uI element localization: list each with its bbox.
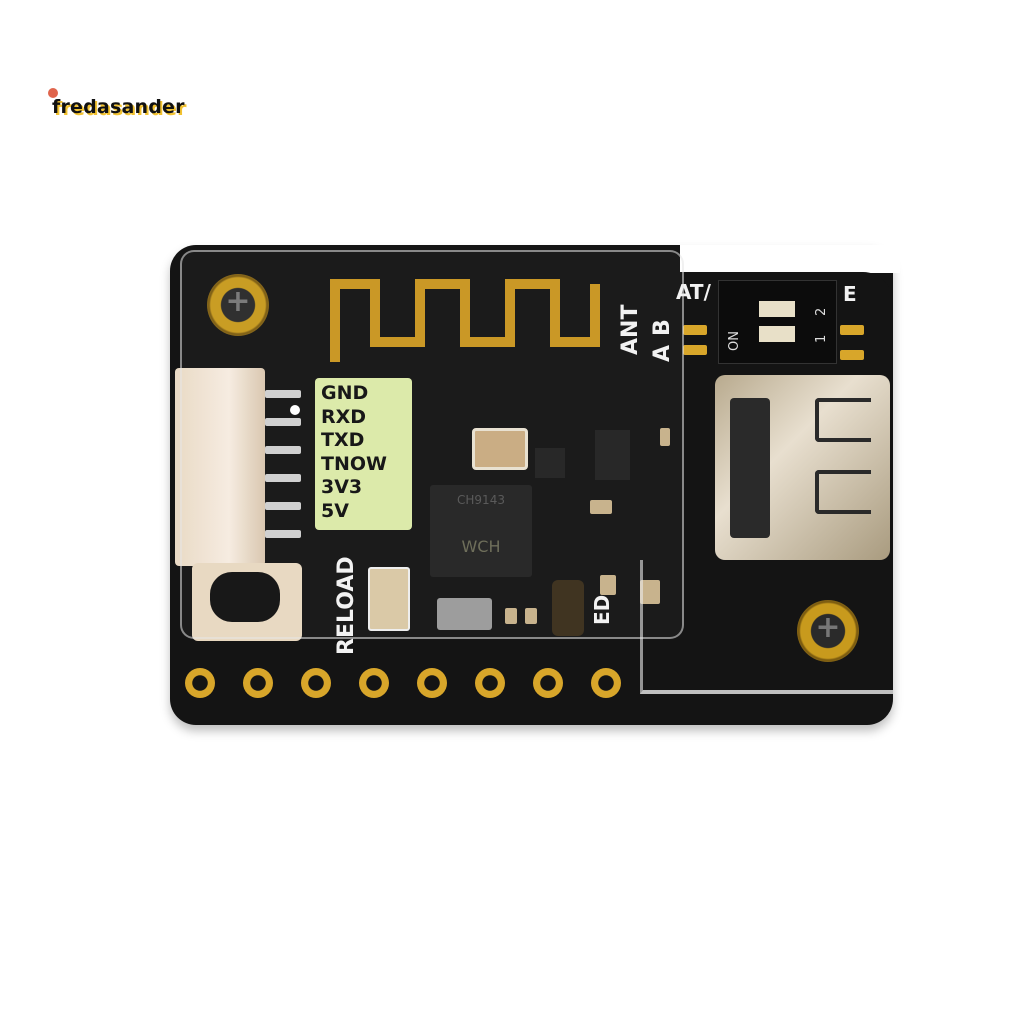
header-pad (591, 668, 621, 698)
header-pad (185, 668, 215, 698)
connector-pin (265, 530, 301, 538)
header-pad (301, 668, 331, 698)
transistor (535, 448, 565, 478)
screw-bottom-right-icon (797, 600, 859, 662)
crystal-oscillator (472, 428, 528, 470)
connector-pin (265, 446, 301, 454)
mode-label-e: E (843, 282, 857, 306)
solder-pad (840, 350, 864, 360)
pin-label: TXD (321, 429, 365, 451)
header-pad (475, 668, 505, 698)
dip-on-label: ON (727, 331, 742, 351)
header-pad (359, 668, 389, 698)
pin-label: 3V3 (321, 476, 363, 498)
watermark-logo: fredasander (52, 96, 185, 118)
header-pad (533, 668, 563, 698)
smd-component (505, 608, 517, 624)
crystal-oscillator (368, 567, 410, 631)
acrylic-cover (180, 250, 684, 639)
smd-component (525, 608, 537, 624)
solder-pad (840, 325, 864, 335)
smd-component (600, 575, 616, 595)
dip-position-2: 2 (814, 307, 829, 316)
chip-marking: CH9143 (457, 493, 505, 507)
acrylic-cover-edge (640, 560, 893, 694)
pin-label: 5V (321, 499, 349, 522)
usb-shell-tab (815, 470, 871, 514)
dip-switch-1[interactable] (759, 326, 795, 342)
pin-label: RXD (321, 405, 367, 428)
led (552, 580, 584, 636)
smd-component (590, 500, 612, 514)
reload-button-cap[interactable] (210, 572, 280, 622)
regulator (595, 430, 630, 480)
screw-top-left-icon (207, 274, 269, 336)
jst-connector (175, 368, 265, 566)
at-label: AT/ (676, 280, 711, 304)
header-pad (243, 668, 273, 698)
smd-component (660, 428, 670, 446)
usb-c-pins (730, 398, 770, 538)
ch9143-chip: CH9143 WCH (430, 485, 532, 577)
chip-logo: WCH (461, 537, 501, 556)
watermark-flower-icon (48, 88, 58, 98)
connector-pin (265, 474, 301, 482)
pin-label: GND (321, 382, 369, 404)
connector-pin (265, 418, 301, 426)
dip-switch[interactable]: ON 2 1 (718, 280, 837, 364)
diode (437, 598, 492, 630)
header-pad (417, 668, 447, 698)
dip-switch-2[interactable] (759, 301, 795, 317)
board-notch (680, 245, 900, 273)
pin1-marker (290, 405, 300, 415)
solder-pad (683, 345, 707, 355)
solder-pad (683, 325, 707, 335)
dip-position-1: 1 (814, 334, 829, 343)
pin-label-box: GND RXD TXD TNOW 3V3 5V (315, 378, 412, 530)
usb-shell-tab (815, 398, 871, 442)
connector-pin (265, 390, 301, 398)
pin-label: TNOW (321, 452, 387, 475)
antenna-trace (330, 279, 600, 362)
smd-component (640, 580, 660, 604)
connector-pin (265, 502, 301, 510)
